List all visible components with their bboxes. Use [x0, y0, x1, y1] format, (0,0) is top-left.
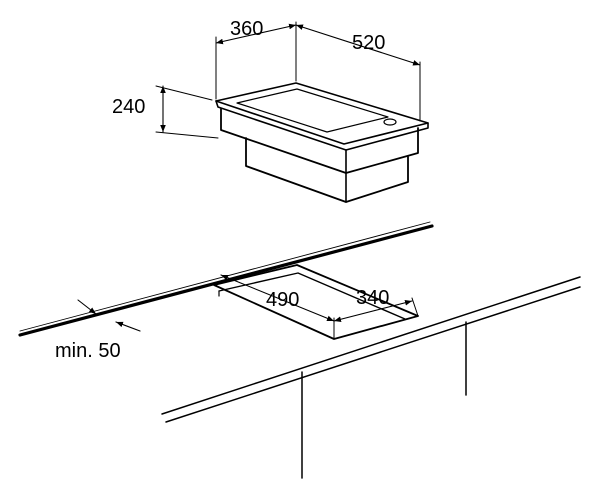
hob-top-plate — [215, 82, 429, 145]
depth-dimension-label: 360 — [230, 18, 263, 40]
clearance-arrow-bottom — [115, 321, 141, 332]
clearance-label: min. 50 — [55, 340, 121, 362]
width-dimension-line — [295, 24, 421, 66]
cutout-depth-dimension-line — [333, 300, 413, 322]
control-knob-icon — [383, 118, 397, 126]
hob-cooking-zone — [236, 88, 389, 133]
cutout-dimensions: 490 340 — [220, 274, 419, 340]
width-dimension-label: 520 — [352, 32, 385, 54]
cutout-width-dimension-line — [220, 274, 335, 322]
clearance-arrow-top — [77, 299, 97, 315]
hob-top-plate-edge — [215, 100, 429, 151]
hob-appliance — [215, 82, 429, 203]
height-dimension-label: 240 — [112, 96, 145, 118]
cutout-width-label: 490 — [266, 289, 299, 311]
clearance-dimension: min. 50 — [55, 299, 141, 362]
worktop-front-edge — [161, 276, 581, 415]
cutout-depth-label: 340 — [356, 287, 389, 309]
depth-dimension-line — [215, 23, 297, 45]
appliance-dimensions: 360 520 240 — [112, 18, 421, 139]
worktop-back-edge — [18, 224, 434, 337]
